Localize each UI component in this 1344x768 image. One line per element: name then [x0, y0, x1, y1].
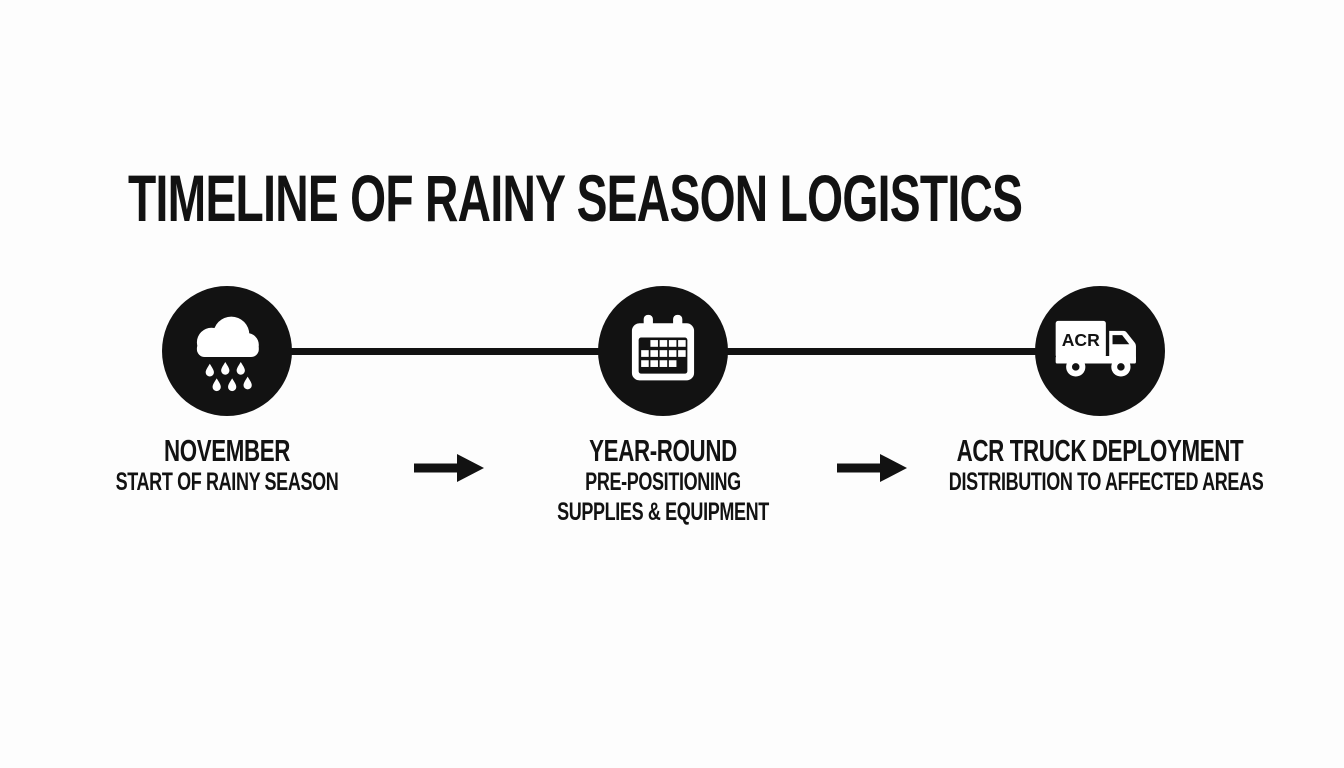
node-label-truck-deployment: ACR TRUCK DEPLOYMENT DISTRIBUTION TO AFF… — [890, 434, 1310, 497]
timeline-node-year-round — [598, 286, 728, 416]
node-label-november: NOVEMBER START OF RAINY SEASON — [17, 434, 437, 497]
node-subtext: SUPPLIES & EQUIPMENT — [557, 498, 769, 526]
timeline-node-november — [162, 286, 292, 416]
node-heading: YEAR-ROUND — [589, 433, 737, 468]
timeline-node-truck: ACR — [1035, 286, 1165, 416]
node-subtext: PRE-POSITIONING — [585, 468, 741, 496]
right-arrow-icon — [414, 452, 484, 484]
node-label-year-round: YEAR-ROUND PRE-POSITIONING SUPPLIES & EQ… — [453, 434, 873, 527]
acr-truck-label: ACR — [1062, 330, 1100, 350]
node-heading: NOVEMBER — [163, 433, 291, 468]
page-title: TIMELINE OF RAINY SEASON LOGISTICS — [128, 161, 1023, 235]
node-subtext: START OF RAINY SEASON — [115, 468, 339, 496]
rain-cloud-icon — [184, 308, 270, 394]
calendar-icon — [621, 309, 705, 393]
node-heading: ACR TRUCK DEPLOYMENT — [956, 433, 1244, 468]
right-arrow-icon — [837, 452, 907, 484]
node-subtext: DISTRIBUTION TO AFFECTED AREAS — [948, 468, 1264, 496]
truck-icon: ACR — [1054, 315, 1146, 387]
